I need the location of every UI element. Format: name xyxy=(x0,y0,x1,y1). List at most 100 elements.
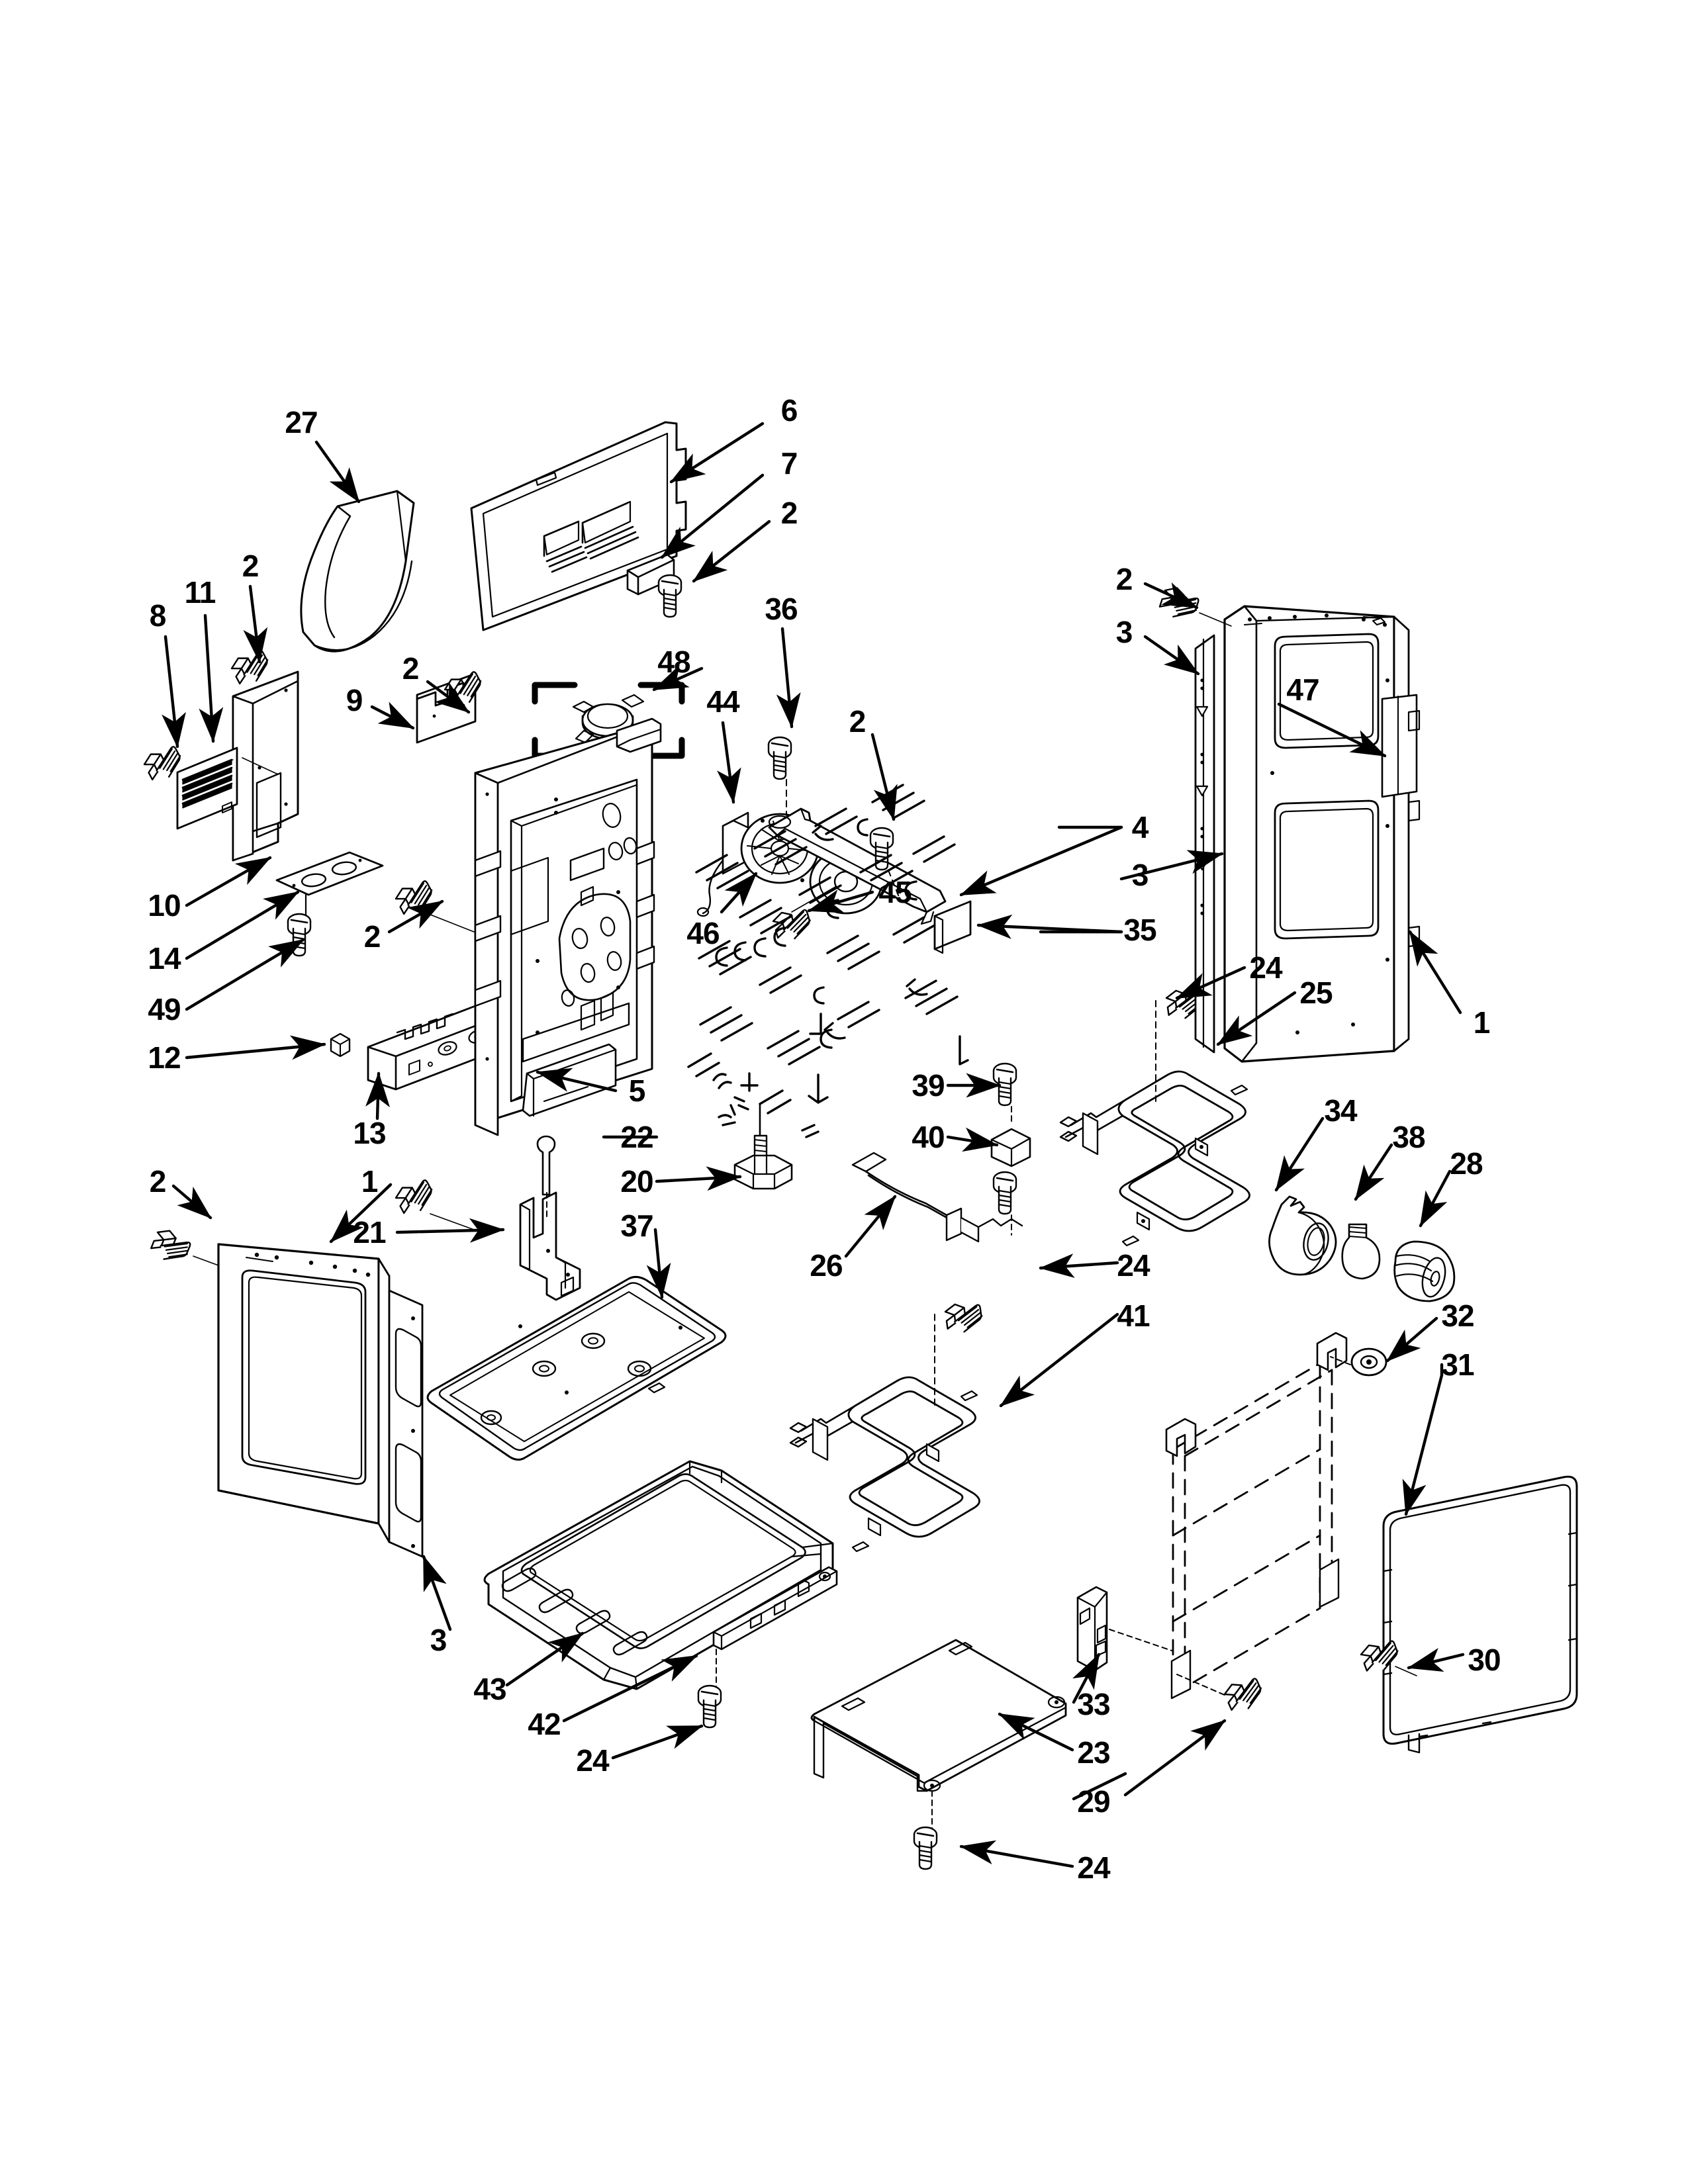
part-oven-cavity-rear xyxy=(474,717,662,1136)
callout-2-g[interactable]: 2 xyxy=(149,1164,167,1199)
callout-1-a[interactable]: 1 xyxy=(1473,1005,1491,1040)
callout-24-c[interactable]: 24 xyxy=(576,1743,609,1778)
callout-5[interactable]: 5 xyxy=(628,1073,646,1108)
part-screw xyxy=(392,1175,439,1219)
part-oven-lamp-bulb xyxy=(1341,1223,1381,1280)
callout-38[interactable]: 38 xyxy=(1392,1120,1425,1154)
part-support-rail xyxy=(712,1566,838,1651)
callout-28[interactable]: 28 xyxy=(1450,1146,1483,1181)
callout-33[interactable]: 33 xyxy=(1077,1687,1110,1721)
part-hinge-stud xyxy=(536,1135,556,1196)
callout-6[interactable]: 6 xyxy=(780,393,798,428)
callout-46[interactable]: 46 xyxy=(686,916,720,950)
callout-44[interactable]: 44 xyxy=(706,684,739,719)
part-screw xyxy=(441,666,488,711)
part-oven-door-outer-panel-bottom xyxy=(217,1243,424,1558)
callout-2-f[interactable]: 2 xyxy=(363,919,381,954)
callout-24-b[interactable]: 24 xyxy=(1117,1248,1150,1283)
callout-20[interactable]: 20 xyxy=(620,1164,653,1199)
callout-1-b[interactable]: 1 xyxy=(361,1164,379,1199)
callout-36[interactable]: 36 xyxy=(765,592,798,626)
callout-30[interactable]: 30 xyxy=(1468,1643,1501,1677)
callout-2-e[interactable]: 2 xyxy=(1115,562,1133,596)
callout-11[interactable]: 11 xyxy=(184,575,216,610)
part-insulation-chip xyxy=(933,900,972,954)
callout-26[interactable]: 26 xyxy=(810,1248,843,1283)
callout-34[interactable]: 34 xyxy=(1324,1093,1357,1128)
callout-23[interactable]: 23 xyxy=(1077,1735,1110,1770)
callout-49[interactable]: 49 xyxy=(148,992,181,1026)
part-rear-panel xyxy=(470,421,687,631)
callout-45[interactable]: 45 xyxy=(878,875,912,909)
callout-3-a[interactable]: 3 xyxy=(1115,615,1133,649)
part-leveling-leg-stud xyxy=(753,1103,768,1158)
callout-8[interactable]: 8 xyxy=(149,598,167,633)
part-screw xyxy=(657,574,682,618)
callout-9[interactable]: 9 xyxy=(346,683,363,717)
callout-14[interactable]: 14 xyxy=(148,941,181,976)
callout-2-a[interactable]: 2 xyxy=(780,496,798,530)
part-broil-element xyxy=(789,1376,980,1553)
part-terminal-block-cover xyxy=(232,670,299,862)
part-screw xyxy=(913,1826,938,1870)
part-cover-plate xyxy=(275,851,384,896)
callout-21[interactable]: 21 xyxy=(353,1215,386,1250)
part-rack-guide-frame xyxy=(1172,1362,1333,1696)
part-door-hinge-bracket xyxy=(519,1191,581,1301)
part-screw xyxy=(697,1684,722,1729)
callout-31[interactable]: 31 xyxy=(1441,1347,1474,1382)
callout-24-d[interactable]: 24 xyxy=(1077,1850,1110,1885)
callout-24-a[interactable]: 24 xyxy=(1249,950,1282,985)
callout-39[interactable]: 39 xyxy=(912,1068,945,1103)
part-bracket xyxy=(990,1128,1031,1167)
part-screw xyxy=(228,645,275,690)
callout-7[interactable]: 7 xyxy=(780,446,798,480)
callout-29[interactable]: 29 xyxy=(1077,1784,1110,1819)
callout-37[interactable]: 37 xyxy=(620,1208,653,1243)
callout-35[interactable]: 35 xyxy=(1123,913,1156,947)
callout-12[interactable]: 12 xyxy=(148,1040,181,1075)
callout-41[interactable]: 41 xyxy=(1117,1298,1150,1333)
callout-13[interactable]: 13 xyxy=(353,1116,386,1150)
part-insulation-pad xyxy=(687,784,969,1138)
callout-27[interactable]: 27 xyxy=(285,405,318,439)
callout-25[interactable]: 25 xyxy=(1299,976,1333,1010)
part-rack-guide-clip xyxy=(1076,1586,1108,1672)
part-screw xyxy=(392,876,439,920)
part-lamp-lens-cover xyxy=(1393,1240,1456,1302)
callout-3-c[interactable]: 3 xyxy=(430,1623,447,1657)
part-screw xyxy=(767,736,792,780)
part-screw xyxy=(148,1226,194,1268)
callout-48[interactable]: 48 xyxy=(657,645,690,679)
part-bottom-shield-panel xyxy=(810,1639,1067,1792)
part-lamp-socket xyxy=(1268,1195,1337,1276)
part-oven-door-outer-panel-top xyxy=(1223,605,1421,1063)
part-bake-element xyxy=(1059,1070,1250,1247)
callout-40[interactable]: 40 xyxy=(912,1120,945,1154)
part-leveling-leg xyxy=(733,1154,793,1190)
part-screw xyxy=(1157,584,1202,624)
callout-3-b[interactable]: 3 xyxy=(1131,858,1149,892)
part-screw xyxy=(1221,1673,1268,1716)
part-screw xyxy=(943,1300,985,1335)
callout-22[interactable]: 22 xyxy=(620,1120,653,1154)
callout-32[interactable]: 32 xyxy=(1441,1298,1474,1333)
part-rear-access-panel xyxy=(1382,1475,1578,1754)
callout-2-c[interactable]: 2 xyxy=(402,651,420,686)
callout-10[interactable]: 10 xyxy=(148,888,181,923)
part-temperature-sensor xyxy=(851,1152,1023,1243)
callout-42[interactable]: 42 xyxy=(528,1707,561,1741)
callout-43[interactable]: 43 xyxy=(473,1672,506,1706)
callout-47[interactable]: 47 xyxy=(1286,672,1319,707)
part-screw xyxy=(287,913,312,957)
callout-4[interactable]: 4 xyxy=(1131,810,1149,844)
part-screw xyxy=(992,1171,1017,1215)
callout-2-d[interactable]: 2 xyxy=(849,704,867,739)
part-vent-grille-plate xyxy=(176,747,238,830)
part-oven-door-handle xyxy=(300,490,415,653)
part-grommet xyxy=(1350,1347,1387,1377)
callout-2-b[interactable]: 2 xyxy=(242,549,259,583)
part-cooktop-frame xyxy=(483,1460,834,1690)
